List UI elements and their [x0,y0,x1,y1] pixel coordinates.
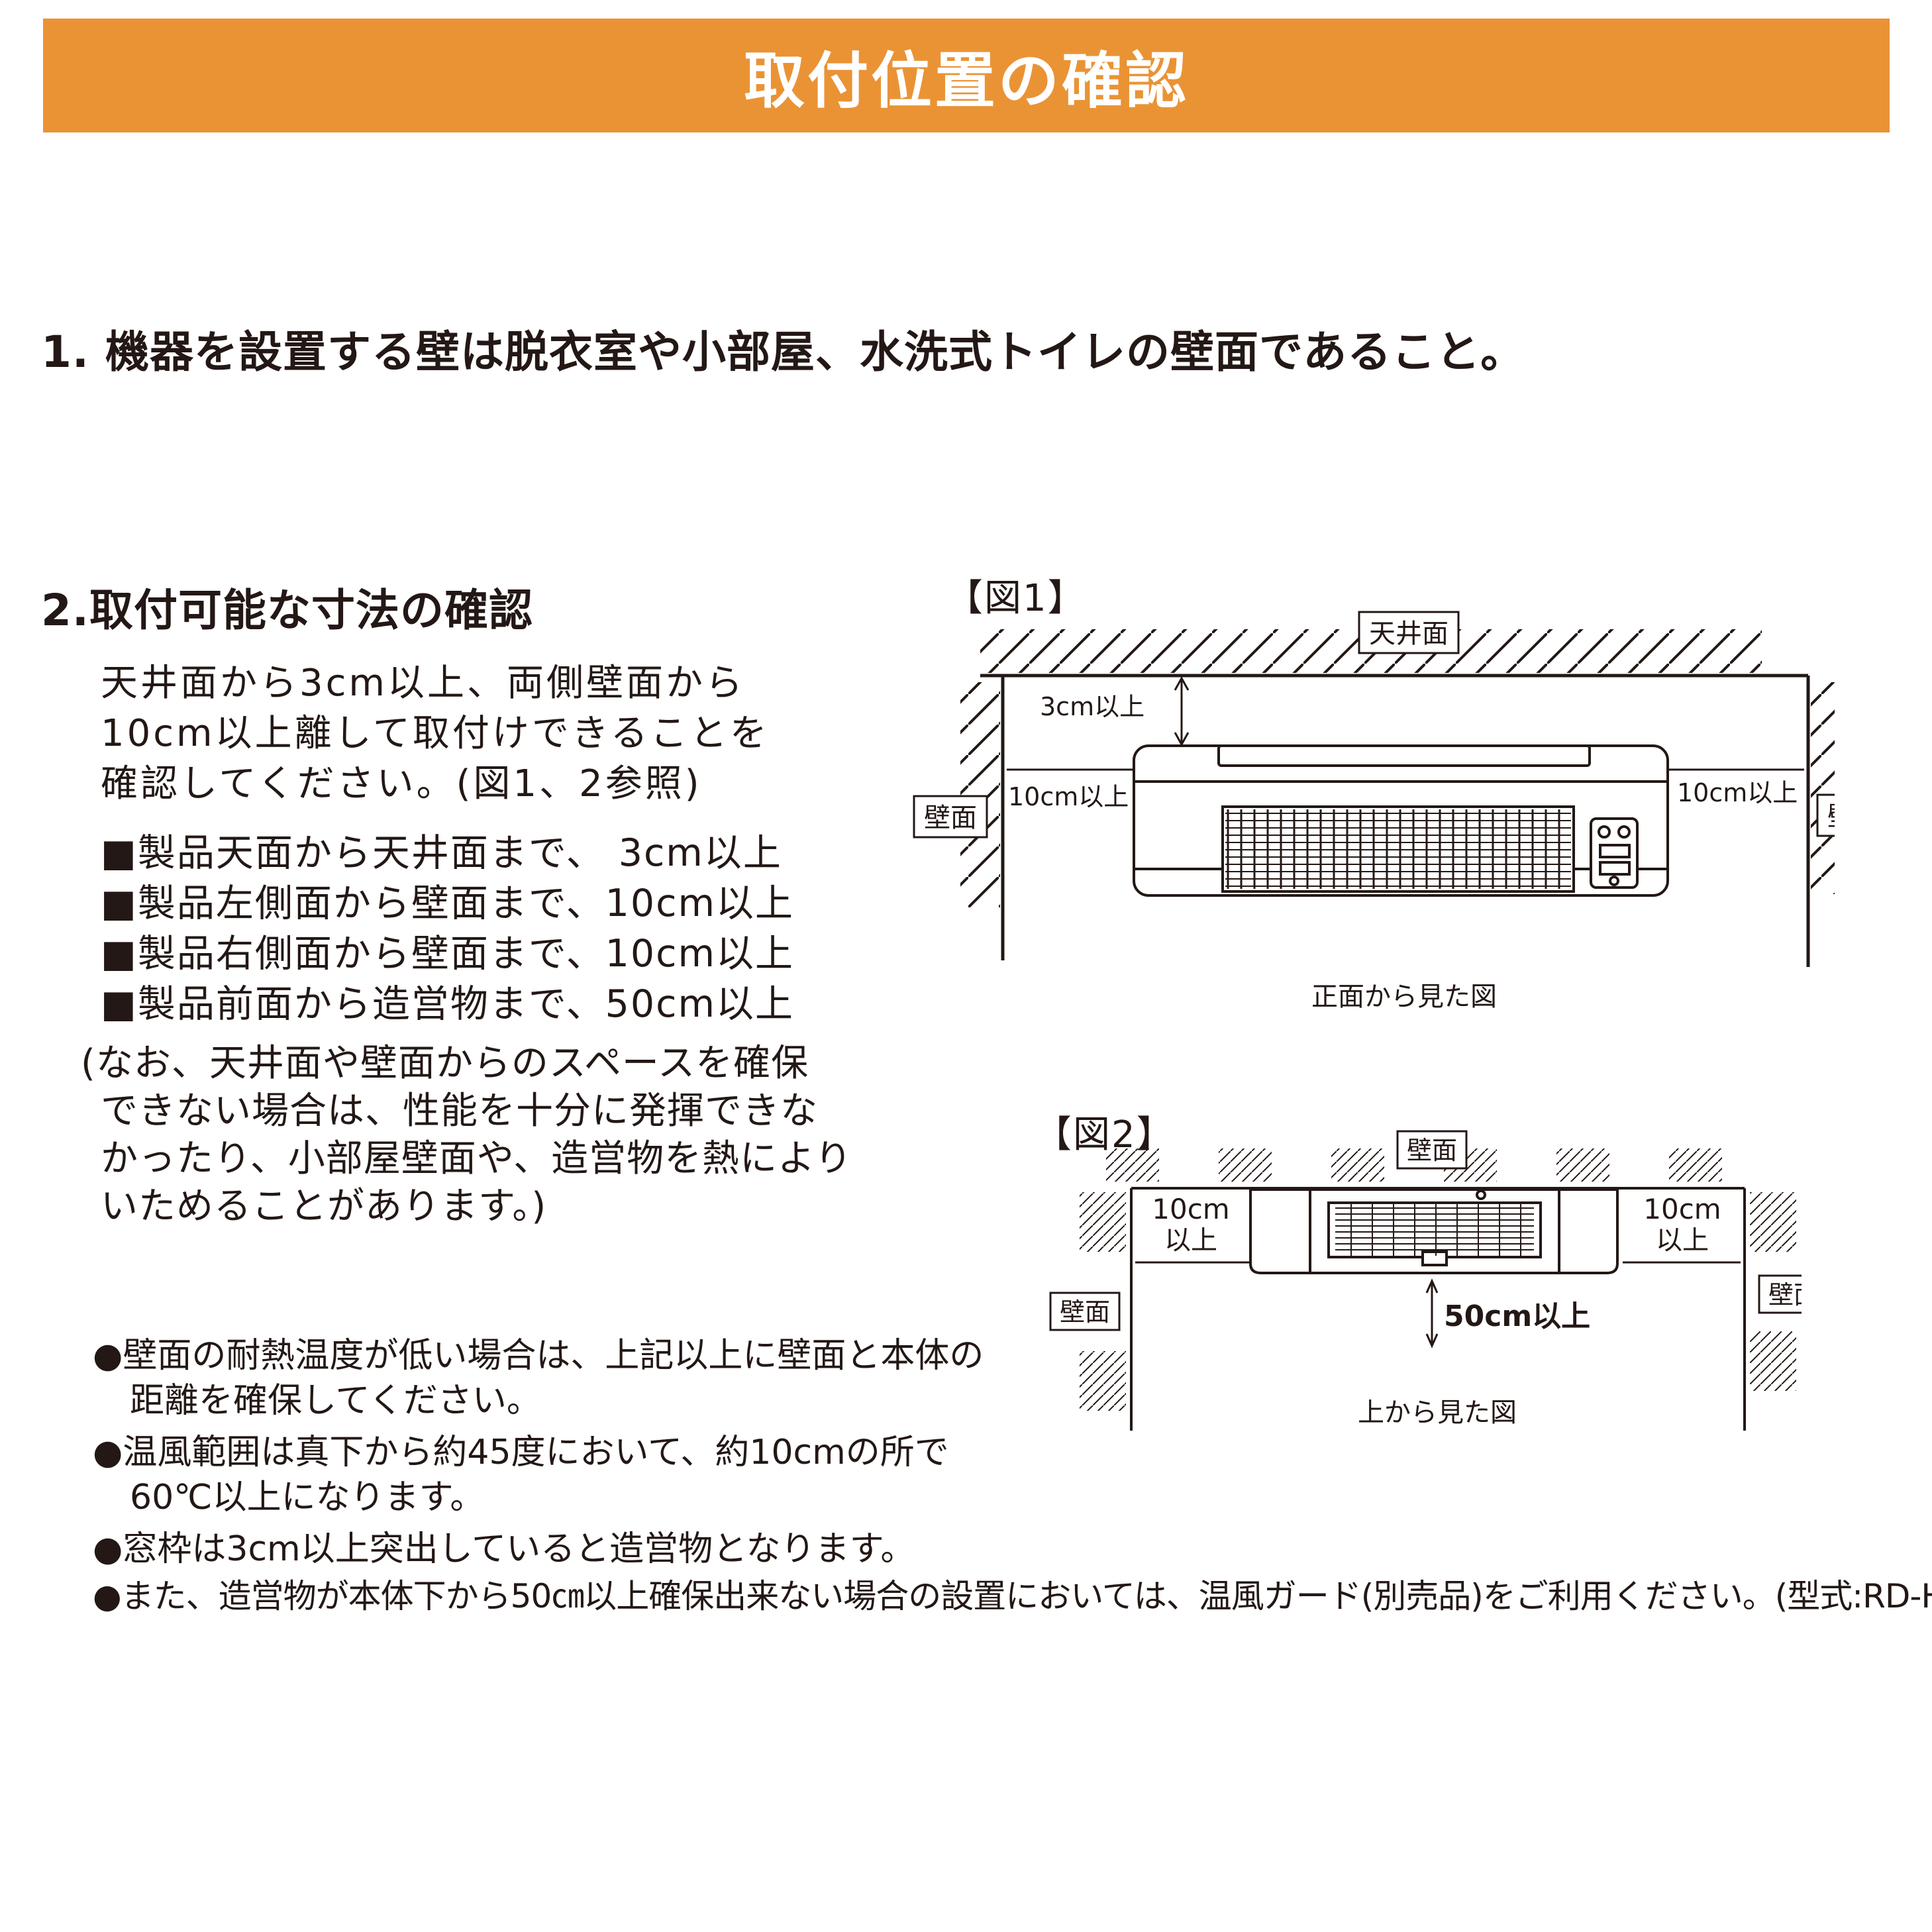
bullet-item: ●また、造営物が本体下から50㎝以上確保出来ない場合の設置においては、温風ガード… [93,1577,1932,1615]
heater-grille-top [1335,1204,1534,1256]
wall-top-label: 壁面 [1407,1136,1457,1165]
wall-left-label: 壁面 [924,803,977,833]
intro-line: 確認してください。(図1、2参照) [101,762,702,805]
bullet-item: ●窓枠は3cm以上突出していると造営物となります。 [93,1529,915,1569]
note-line: できない場合は、性能を十分に発揮できな [101,1090,818,1133]
right-gap-label: 10cm以上 [1677,778,1798,807]
intro-line: 天井面から3cm以上、両側壁面から [101,662,745,705]
right-wall-hatch [1811,682,1835,894]
left-gap-label-1: 10cm [1152,1193,1229,1225]
intro-line: 10cm以上離して取付けできることを [101,712,770,755]
heater-grille [1225,809,1571,889]
header-bar: 取付位置の確認 [43,19,1890,132]
top-gap-label: 3cm以上 [1040,692,1144,721]
left-wall-hatch [960,682,1000,907]
right-gap-label-2: 以上 [1656,1225,1709,1256]
left-gap-label: 10cm以上 [1008,782,1129,811]
requirement-item: ■製品左側面から壁面まで、10cm以上 [101,882,794,925]
figure2-diagram: 壁面 壁面 壁面 10cm 以上 10cm 以上 50cm以上 上から見た図 [1049,1130,1802,1431]
section2-note: (なお、天井面や壁面からのスペースを確保 できない場合は、性能を十分に発揮できな… [81,1040,852,1231]
section2-title: 2.取付可能な寸法の確認 [41,585,533,636]
note-line: (なお、天井面や壁面からのスペースを確保 [81,1042,809,1085]
bullet-item: 距離を確保してください。 [130,1381,541,1421]
ceiling-label: 天井面 [1369,619,1449,649]
left-gap-label-2: 以上 [1164,1225,1217,1256]
section1-title: 1. 機器を設置する壁は脱衣室や小部屋、水洗式トイレの壁面であること。 [41,327,1525,378]
wall-left-label: 壁面 [1060,1297,1110,1327]
front-gap-label: 50cm以上 [1444,1299,1590,1333]
figure1-label: 【図1】 [946,577,1086,620]
bullet-item: 60℃以上になります。 [130,1478,485,1517]
section2-intro: 天井面から3cm以上、両側壁面から 10cm以上離して取付けできることを 確認し… [101,658,770,809]
wall-right-label: 壁面 [1827,801,1835,832]
figure1-diagram: 天井面 壁面 壁面 3cm以上 10cm以上 10cm以上 正面から見た図 [913,611,1835,1012]
figure1-caption: 正面から見た図 [1311,982,1497,1012]
wall-right-label: 壁面 [1768,1280,1802,1309]
figure2-caption: 上から見た図 [1358,1398,1517,1428]
bullet-item: ●温風範囲は真下から約45度において、約10cmの所で [93,1433,949,1472]
note-line: いためることがあります。) [101,1185,547,1228]
requirement-item: ■製品右側面から壁面まで、10cm以上 [101,932,794,976]
note-line: かったり、小部屋壁面や、造営物を熱により [101,1137,852,1180]
page-title: 取付位置の確認 [743,45,1189,117]
requirement-item: ■製品天面から天井面まで、 3cm以上 [101,831,782,875]
right-gap-label-1: 10cm [1643,1193,1721,1225]
bullet-item: ●壁面の耐熱温度が低い場合は、上記以上に壁面と本体の [93,1336,984,1376]
requirement-item: ■製品前面から造営物まで、50cm以上 [101,982,794,1026]
